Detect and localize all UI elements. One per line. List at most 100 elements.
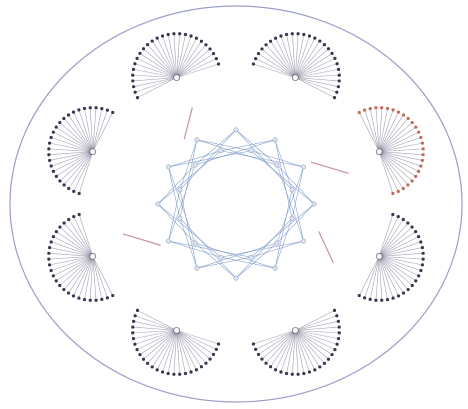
leaf-node — [391, 192, 394, 195]
leaf-node — [291, 32, 294, 35]
leaf-node — [422, 252, 425, 255]
leaf-node — [338, 79, 341, 82]
leaf-node — [52, 170, 55, 173]
center-node — [193, 241, 197, 245]
center-node — [290, 216, 294, 220]
leaf-node — [257, 353, 260, 356]
fan-edge — [379, 256, 398, 296]
leaf-node — [77, 108, 80, 111]
leaf-node — [421, 159, 424, 162]
leaf-node — [151, 39, 154, 42]
center-node — [301, 165, 305, 169]
leaf-node — [414, 126, 417, 129]
leaf-node — [386, 107, 389, 110]
fan-edge — [137, 78, 176, 98]
cluster-hub — [90, 149, 96, 155]
leaf-node — [161, 34, 164, 37]
leaf-node — [402, 218, 405, 221]
leaf-node — [338, 325, 341, 328]
fan-edge — [359, 256, 379, 295]
leaf-node — [333, 348, 336, 351]
leaf-node — [337, 320, 340, 323]
leaf-node — [89, 299, 92, 302]
leaf-node — [279, 34, 282, 37]
leaf-node — [422, 258, 425, 261]
bridge-edge — [184, 107, 192, 139]
cluster-hub — [376, 253, 382, 259]
leaf-node — [391, 297, 394, 300]
cluster-2 — [358, 106, 425, 195]
center-node — [249, 149, 253, 153]
fan-edge — [157, 330, 176, 369]
fan-edge — [379, 112, 398, 152]
leaf-node — [184, 33, 187, 36]
leaf-node — [402, 187, 405, 190]
leaf-node — [260, 357, 263, 360]
leaf-node — [422, 147, 425, 150]
leaf-node — [397, 110, 400, 113]
leaf-node — [94, 299, 97, 302]
leaf-node — [178, 32, 181, 35]
leaf-node — [296, 373, 299, 376]
center-edge — [277, 204, 314, 243]
leaf-node — [132, 320, 135, 323]
center-edge — [158, 204, 195, 243]
center-node — [275, 241, 279, 245]
leaf-node — [138, 52, 141, 55]
leaf-node — [83, 107, 86, 110]
leaf-node — [419, 269, 422, 272]
center-node — [219, 255, 223, 259]
leaf-node — [274, 37, 277, 40]
fan-edge — [276, 330, 296, 369]
leaf-node — [55, 126, 58, 129]
center-node — [312, 202, 316, 206]
leaf-node — [208, 357, 211, 360]
leaf-node — [308, 34, 311, 37]
leaf-node — [58, 179, 61, 182]
center-edge — [221, 140, 275, 151]
leaf-node — [72, 110, 75, 113]
leaf-node — [397, 190, 400, 193]
leaf-node — [89, 106, 92, 109]
leaf-node — [410, 179, 413, 182]
center-node — [249, 255, 253, 259]
center-edge — [277, 165, 314, 204]
fan-edge — [295, 58, 335, 77]
fan-edge — [295, 78, 334, 98]
leaf-node — [330, 353, 333, 356]
leaf-node — [58, 225, 61, 228]
leaf-node — [330, 52, 333, 55]
leaf-node — [264, 43, 267, 46]
leaf-node — [323, 43, 326, 46]
center-edge — [180, 130, 236, 190]
leaf-node — [279, 370, 282, 373]
leaf-node — [62, 117, 65, 120]
leaf-node — [184, 372, 187, 375]
leaf-node — [212, 353, 215, 356]
leaf-node — [252, 342, 255, 345]
fan-edge — [53, 256, 92, 275]
leaf-node — [167, 372, 170, 375]
fan-edge — [379, 217, 398, 257]
center-node — [156, 202, 160, 206]
fan-clusters — [47, 32, 425, 376]
leaf-node — [67, 218, 70, 221]
center-node — [166, 239, 170, 243]
leaf-node — [217, 62, 220, 65]
fan-edge — [256, 59, 296, 78]
leaf-node — [217, 342, 220, 345]
center-edge — [168, 167, 180, 218]
leaf-node — [132, 85, 135, 88]
leaf-node — [189, 34, 192, 37]
fan-edge — [379, 132, 418, 151]
leaf-node — [55, 175, 58, 178]
leaf-node — [47, 147, 50, 150]
center-edge — [197, 140, 251, 151]
leaf-node — [252, 62, 255, 65]
leaf-node — [421, 263, 424, 266]
leaf-node — [200, 365, 203, 368]
leaf-node — [62, 221, 65, 224]
center-network — [156, 128, 316, 281]
leaf-node — [204, 362, 207, 365]
